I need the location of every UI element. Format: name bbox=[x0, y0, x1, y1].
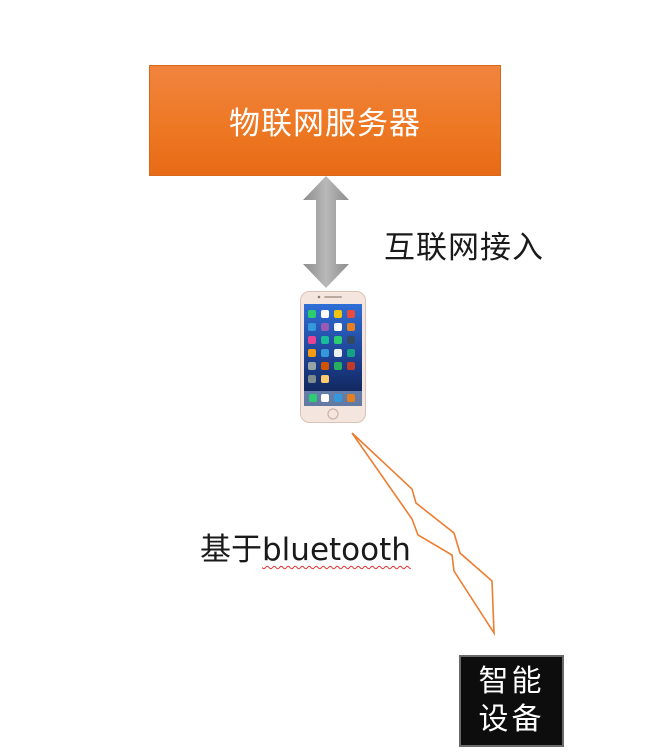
bluetooth-label: 基于bluetooth bbox=[200, 524, 411, 569]
smartphone-icon bbox=[300, 291, 366, 423]
double-arrow-icon bbox=[303, 176, 349, 288]
bluetooth-label-prefix: 基于 bbox=[200, 532, 262, 568]
bluetooth-link-line bbox=[351, 432, 495, 636]
smart-device-box: 智能 设备 bbox=[459, 655, 564, 747]
smart-device-label-line1: 智能 bbox=[478, 664, 545, 699]
smart-device-label-line2: 设备 bbox=[478, 702, 545, 737]
bluetooth-label-protocol: bluetooth bbox=[262, 532, 411, 568]
iot-server-label: 物联网服务器 bbox=[229, 106, 421, 142]
internet-access-label: 互联网接入 bbox=[384, 230, 544, 266]
iot-server-box: 物联网服务器 bbox=[149, 65, 501, 176]
